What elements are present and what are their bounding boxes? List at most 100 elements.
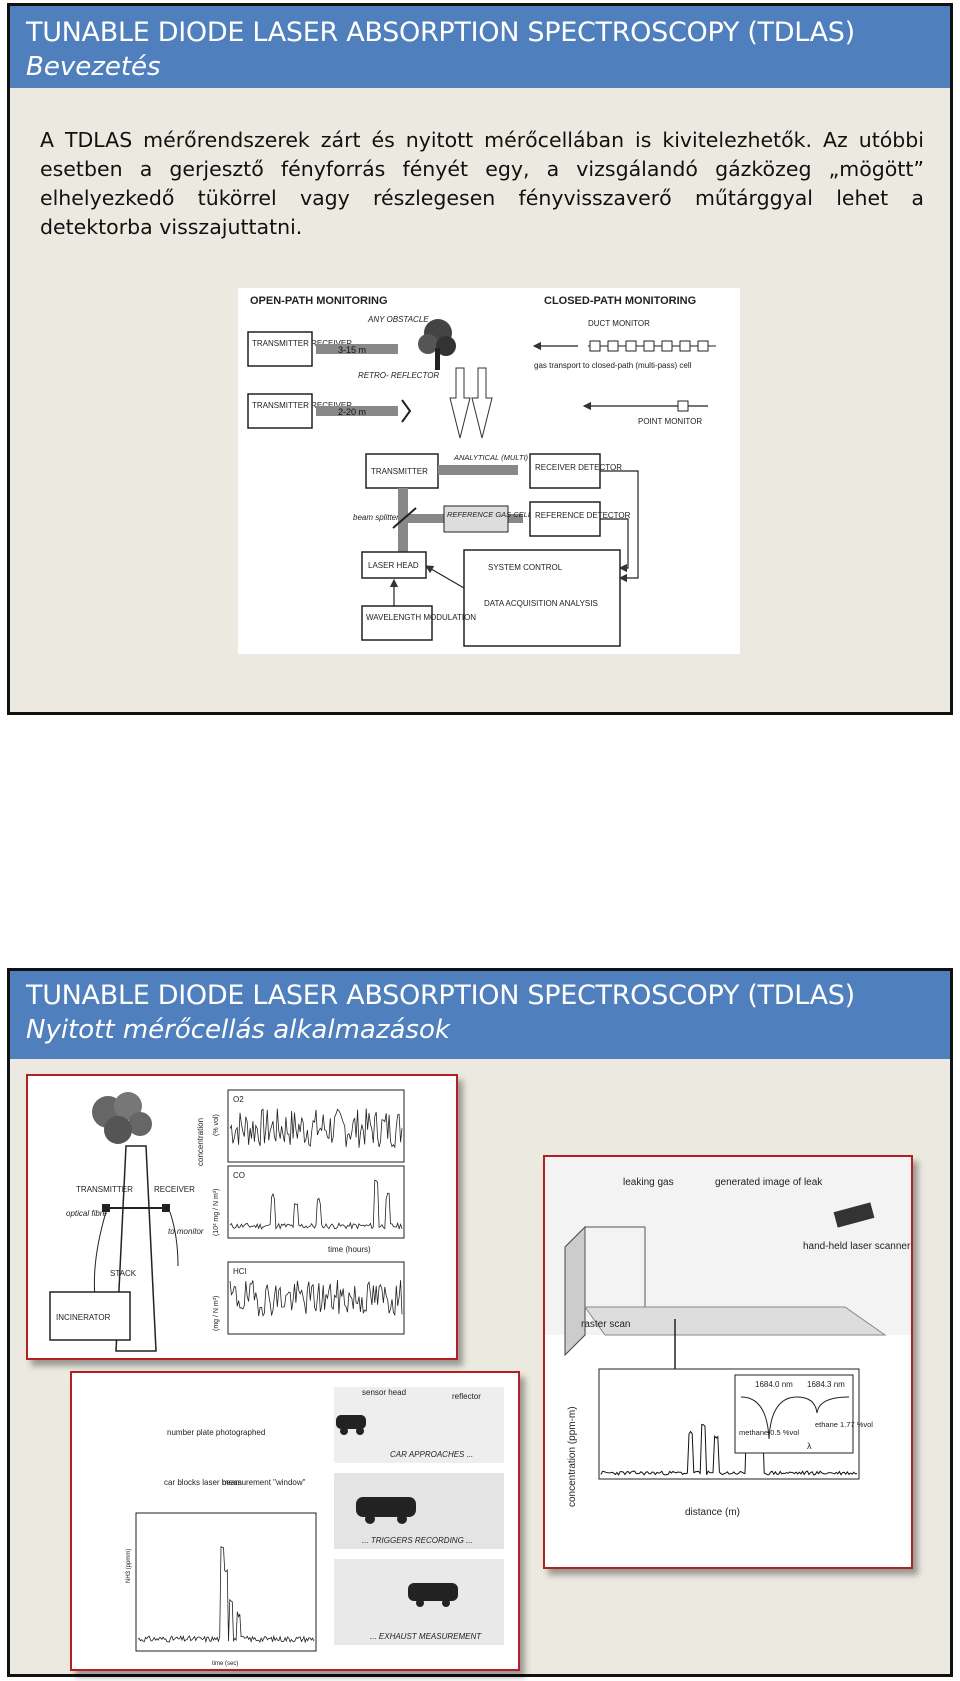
- concentration-axis-label: concentration: [196, 1118, 205, 1166]
- hcl-trace: [229, 1280, 403, 1317]
- beam-splitter-icon: [392, 507, 417, 529]
- time-axis-label: time (hours): [328, 1245, 371, 1254]
- co-plot: [227, 1165, 405, 1239]
- leak-y-label: concentration (ppm-m): [567, 1406, 578, 1507]
- transmitter-label: TRANSMITTER: [76, 1185, 133, 1194]
- slide-subtitle: Bevezetés: [26, 52, 161, 82]
- reference-detector-box: [529, 501, 601, 537]
- receiver-detector-label: RECEIVER DETECTOR: [535, 463, 622, 472]
- o2-unit: (% vol): [213, 1114, 220, 1136]
- point-monitor-icon: [677, 400, 689, 412]
- leaking-gas-label: leaking gas: [623, 1177, 674, 1188]
- slide-subtitle: Nyitott mérőcellás alkalmazások: [26, 1015, 450, 1045]
- gas-inlet-arrow-1: [449, 367, 471, 439]
- range-1: 3-15 m: [338, 345, 366, 355]
- spectrum-inset: [734, 1374, 854, 1454]
- ethane-label: ethane 1.77 %vol: [815, 1420, 873, 1429]
- gas-transport-label: gas transport to closed-path (multi-pass…: [534, 361, 692, 370]
- slide-bevezetes: TUNABLE DIODE LASER ABSORPTION SPECTROSC…: [7, 3, 953, 715]
- methane-label: methane 0.5 %vol: [739, 1428, 799, 1437]
- wavelength-modulation-label: WAVELENGTH MODULATION: [366, 613, 476, 622]
- stack-monitoring-figure: STACK TRANSMITTER RECEIVER optical fibre…: [26, 1074, 458, 1360]
- car-blocks-label: car blocks laser beam: [164, 1478, 242, 1487]
- reference-detector-label: REFERENCE DETECTOR: [535, 511, 631, 520]
- to-monitor-label: to monitor: [168, 1227, 204, 1236]
- o2-label: O2: [233, 1095, 244, 1104]
- tdlas-system-diagram: OPEN-PATH MONITORING CLOSED-PATH MONITOR…: [238, 288, 740, 654]
- reference-gas-cell-box: [443, 505, 509, 533]
- triggers-label: ... TRIGGERS RECORDING ...: [362, 1536, 473, 1545]
- car-exhaust-figure: number plate photographed car blocks las…: [70, 1371, 520, 1671]
- reference-gas-cell-label: REFERENCE GAS CELL: [447, 510, 532, 519]
- lambda-label: λ: [807, 1441, 812, 1451]
- nh3-trace: [137, 1546, 315, 1644]
- incinerator-box: [49, 1291, 131, 1341]
- tree-icon: [418, 319, 456, 370]
- optical-fibre-label: optical fibre: [66, 1209, 107, 1218]
- laser-scanner-icon: [833, 1202, 875, 1228]
- incinerator-label: INCINERATOR: [56, 1313, 111, 1322]
- window-label: measurement "window": [222, 1478, 306, 1487]
- exhaust-label: ... EXHAUST MEASUREMENT: [370, 1632, 482, 1641]
- slide-nyitott-alkalmazasok: TUNABLE DIODE LASER ABSORPTION SPECTROSC…: [7, 968, 953, 1677]
- hcl-unit: (mg / N m³): [213, 1296, 220, 1331]
- approaches-label: CAR APPROACHES ...: [390, 1450, 473, 1459]
- gas-inlet-arrow-2: [471, 367, 493, 439]
- analytical-path-label: ANALYTICAL (MULTI) PATH: [453, 453, 550, 462]
- peak1-label: 1684.0 nm: [755, 1380, 793, 1389]
- stack-label: STACK: [110, 1269, 137, 1278]
- car-icon-3: [408, 1583, 458, 1607]
- o2-trace: [229, 1108, 403, 1149]
- slide-title: TUNABLE DIODE LASER ABSORPTION SPECTROSC…: [26, 980, 855, 1011]
- number-plate-label: number plate photographed: [167, 1428, 265, 1437]
- slide-title: TUNABLE DIODE LASER ABSORPTION SPECTROSC…: [26, 17, 855, 48]
- closed-path-label: CLOSED-PATH MONITORING: [544, 295, 696, 307]
- slide-header: TUNABLE DIODE LASER ABSORPTION SPECTROSC…: [10, 971, 950, 1059]
- receiver-detector-box: [529, 453, 601, 489]
- transmitter-receiver-box-2: [247, 393, 313, 429]
- analytical-path-beam: [438, 465, 518, 475]
- nh3-axis-label: NH3 (ppmm): [126, 1549, 132, 1583]
- car-icon-2: [356, 1497, 416, 1524]
- system-control-label: SYSTEM CONTROL: [488, 563, 563, 572]
- duct-monitor-icon: [588, 340, 716, 352]
- raster-scan-label: raster scan: [581, 1319, 630, 1330]
- transmitter-receiver-box-1: [247, 331, 313, 367]
- hcl-label: HCl: [233, 1267, 247, 1276]
- transmitter-receiver-label-1: TRANSMITTER RECEIVER: [252, 339, 352, 348]
- slide-header: TUNABLE DIODE LASER ABSORPTION SPECTROSC…: [10, 6, 950, 88]
- co-label: CO: [233, 1171, 245, 1180]
- smoke-cloud-icon: [92, 1092, 152, 1144]
- open-path-label: OPEN-PATH MONITORING: [250, 295, 388, 307]
- generated-image-label: generated image of leak: [715, 1177, 823, 1188]
- co-trace: [229, 1179, 403, 1230]
- peak2-label: 1684.3 nm: [807, 1380, 845, 1389]
- transmitter-label: TRANSMITTER: [371, 467, 428, 476]
- receiver-label: RECEIVER: [154, 1185, 195, 1194]
- retro-reflector-label: RETRO- REFLECTOR: [358, 371, 439, 380]
- reflector-label: reflector: [452, 1392, 481, 1401]
- beam-splitter-label: beam splitter: [353, 513, 399, 522]
- data-acquisition-label: DATA ACQUISITION ANALYSIS: [484, 599, 598, 608]
- leak-detection-figure: leaking gas generated image of leak hand…: [543, 1155, 913, 1569]
- point-monitor-label: POINT MONITOR: [638, 417, 702, 426]
- system-control-box: [463, 549, 621, 647]
- o2-plot: [227, 1089, 405, 1163]
- scanner-label: hand-held laser scanner: [803, 1241, 911, 1252]
- intro-paragraph: A TDLAS mérőrendszerek zárt és nyitott m…: [40, 128, 924, 239]
- spectrum-trace: [740, 1396, 850, 1440]
- laser-head-label: LASER HEAD: [368, 561, 419, 570]
- nh3-x-label: time (sec): [212, 1661, 238, 1667]
- leak-trace: [600, 1398, 858, 1476]
- wall-icon: [564, 1225, 586, 1357]
- reflector-icon: [401, 399, 412, 423]
- nh3-plot-area: [135, 1512, 317, 1652]
- sensor-head-label: sensor head: [362, 1388, 406, 1397]
- duct-monitor-label: DUCT MONITOR: [588, 319, 650, 328]
- range-2: 2-20 m: [338, 407, 366, 417]
- obstacle-label: ANY OBSTACLE: [367, 315, 429, 324]
- wavelength-modulation-box: [361, 605, 433, 641]
- leak-x-label: distance (m): [685, 1507, 740, 1518]
- co-unit: (10³ mg / N m³): [213, 1189, 220, 1236]
- car-icon-1: [336, 1415, 366, 1435]
